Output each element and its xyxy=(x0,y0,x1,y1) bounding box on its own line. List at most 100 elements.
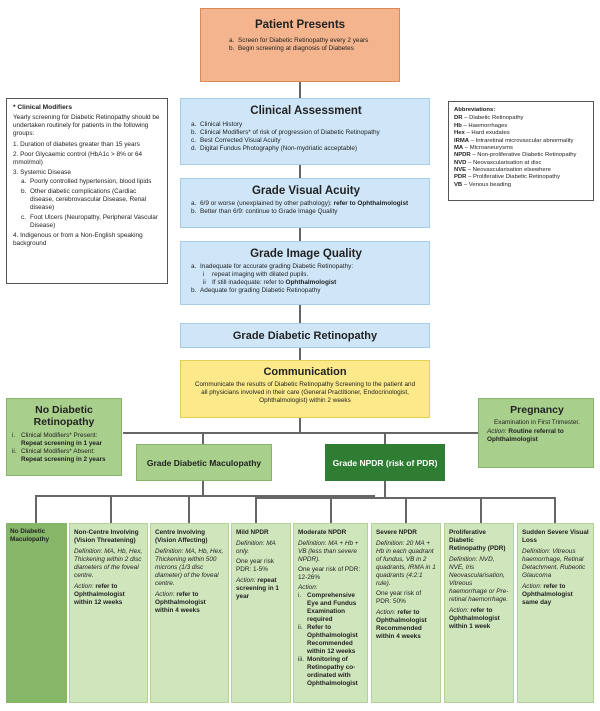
abbr-irma: IRMA – Intraretinal microvascular abnorm… xyxy=(454,137,574,144)
connector-line xyxy=(35,495,37,523)
abbr-hex: Hex – Hard exudates xyxy=(454,130,510,137)
grade-maculopathy-box: Grade Diabetic Maculopathy xyxy=(136,444,272,481)
grade-npdr-box: Grade NPDR (risk of PDR) xyxy=(325,444,445,481)
connector-line xyxy=(35,495,375,497)
clinical-assessment-box: Clinical Assessment a.Clinical History b… xyxy=(180,98,430,165)
abbreviations-box: Abbreviations: DR – Diabetic Retinopathy… xyxy=(448,101,594,201)
abbreviations-title: Abbreviations: xyxy=(454,107,496,113)
sudden-loss-box: Sudden Severe Visual Loss Definition: Vi… xyxy=(517,523,594,703)
moderate-npdr-risk: One year risk of PDR: 12-26% xyxy=(298,566,361,581)
abbr-npdr: NPDR – Non-proliferative Diabetic Retino… xyxy=(454,152,577,159)
communication-box: Communication Communicate the results of… xyxy=(180,360,430,418)
pregnancy-action: Action: Routine referral to Ophthalmolog… xyxy=(487,428,564,443)
mild-npdr-definition: Definition: MA only. xyxy=(236,540,276,555)
modifier-item-1: 1. Duration of diabetes greater than 15 … xyxy=(13,141,140,149)
patient-item-b: b.Begin screening at diagnosis of Diabet… xyxy=(229,45,354,52)
grade-maculopathy-title: Grade Diabetic Maculopathy xyxy=(146,457,262,468)
non-centre-action: Action: refer to Ophthalmologist within … xyxy=(74,583,125,606)
patient-item-a: a.Screen for Diabetic Retinopathy every … xyxy=(229,37,369,44)
pregnancy-box: Pregnancy Examination in First Trimester… xyxy=(478,398,594,468)
centre-title: Centre Involving (Vision Affecting) xyxy=(155,529,208,544)
connector-line xyxy=(202,432,204,444)
pdr-definition: Definition: NVD, NVE, Iris Neovascularis… xyxy=(449,556,509,603)
moderate-npdr-box: Moderate NPDR Definition: MA + Hb + VB (… xyxy=(293,523,368,703)
abbr-pdr: PDR – Proliferative Diabetic Retinopathy xyxy=(454,174,561,181)
connector-line xyxy=(299,228,301,241)
moderate-npdr-action-iii: iii.Monitoring of Retinopathy co-ordinat… xyxy=(298,656,358,687)
sudden-loss-title: Sudden Severe Visual Loss xyxy=(522,529,589,544)
clinical-item-c: c.Best Corrected Visual Acuity xyxy=(191,137,281,144)
patient-presents-title: Patient Presents xyxy=(254,19,346,31)
no-dr-box: No Diabetic Retinopathy i.Clinical Modif… xyxy=(6,398,122,476)
pregnancy-text: Examination in First Trimester. xyxy=(494,419,580,426)
modifier-sub-c: c.Foot Ulcers (Neuropathy, Peripheral Va… xyxy=(21,214,158,230)
no-dr-title: No Diabetic Retinopathy xyxy=(33,404,95,429)
mild-npdr-risk: One year risk PDR: 1-5% xyxy=(236,558,275,573)
moderate-npdr-definition: Definition: MA + Hb + VB (less than seve… xyxy=(298,540,359,563)
connector-line xyxy=(123,432,478,434)
modifier-sub-b: b.Other diabetic complications (Cardiac … xyxy=(21,188,147,212)
moderate-npdr-action-i: i.Comprehensive Eye and Fundus Examinati… xyxy=(298,592,357,623)
communication-text: Communicate the results of Diabetic Reti… xyxy=(194,381,416,404)
clinical-modifiers-title: * Clinical Modifiers xyxy=(13,104,72,111)
connector-line xyxy=(405,497,407,523)
connector-line xyxy=(255,497,257,523)
quality-item-a: a.Inadequate for accurate grading Diabet… xyxy=(191,263,354,270)
pregnancy-title: Pregnancy xyxy=(510,404,564,416)
non-centre-definition: Definition: MA, Hb, Hex, Thickening with… xyxy=(74,548,143,579)
no-maculopathy-box: No Diabetic Maculopathy xyxy=(6,523,67,703)
connector-line xyxy=(299,305,301,323)
abbr-nvd: NVD – Neovascularisation at disc xyxy=(454,159,542,166)
abbr-vb: VB – Venous beading xyxy=(454,181,511,188)
no-dr-item-i: i.Clinical Modifiers* Present:Repeat scr… xyxy=(12,432,102,448)
modifier-item-4: 4. Indigenous or from a Non-English spea… xyxy=(13,232,143,248)
centre-box: Centre Involving (Vision Affecting) Defi… xyxy=(150,523,229,703)
mild-npdr-box: Mild NPDR Definition: MA only. One year … xyxy=(231,523,291,703)
severe-npdr-box: Severe NPDR Definition: 20 MA + Hb in ea… xyxy=(371,523,441,703)
centre-action: Action: refer to Ophthalmologist within … xyxy=(155,591,206,614)
pdr-action: Action: refer to Ophthalmologist within … xyxy=(449,607,500,630)
connector-line xyxy=(554,497,556,523)
modifier-item-3: 3. Systemic Disease xyxy=(13,169,71,177)
connector-line xyxy=(299,82,301,98)
abbr-hb: Hb – Haemorrhages xyxy=(454,122,508,129)
clinical-item-a: a.Clinical History xyxy=(191,121,243,128)
grade-dr-box: Grade Diabetic Retinopathy xyxy=(180,323,430,348)
acuity-item-b: b.Better than 6/9: continue to Grade Ima… xyxy=(191,208,338,215)
connector-line xyxy=(110,495,112,523)
connector-line xyxy=(330,497,332,523)
severe-npdr-definition: Definition: 20 MA + Hb in each quadrant … xyxy=(376,540,436,587)
pdr-title: Proliferative Diabetic Retinopathy (PDR) xyxy=(449,529,506,552)
non-centre-box: Non-Centre Involving (Vision Threatening… xyxy=(69,523,148,703)
mild-npdr-action: Action: repeat screening in 1 year xyxy=(236,577,279,600)
grade-visual-acuity-title: Grade Visual Acuity xyxy=(251,185,360,197)
connector-line xyxy=(188,495,190,523)
severe-npdr-title: Severe NPDR xyxy=(376,529,417,536)
sudden-loss-action: Action: refer to Ophthalmologist same da… xyxy=(522,583,573,606)
grade-visual-acuity-box: Grade Visual Acuity a.6/9 or worse (unex… xyxy=(180,178,430,228)
grade-image-quality-title: Grade Image Quality xyxy=(250,248,362,260)
severe-npdr-action: Action: refer to Ophthalmologist Recomme… xyxy=(376,609,427,640)
modifier-item-2: 2. Poor Glycaemic control (HbA1c > 8% or… xyxy=(13,151,143,167)
mild-npdr-title: Mild NPDR xyxy=(236,529,269,536)
modifier-sub-a: a.Poorly controlled hypertension, blood … xyxy=(21,178,152,186)
clinical-assessment-title: Clinical Assessment xyxy=(250,105,362,117)
no-dr-item-ii: ii.Clinical Modifiers* Absent:Repeat scr… xyxy=(12,448,106,464)
moderate-npdr-title: Moderate NPDR xyxy=(298,529,347,536)
severe-npdr-risk: One year risk of PDR: 50% xyxy=(376,590,422,605)
abbr-nve: NVE – Neovascularisation elsewhere xyxy=(454,167,551,173)
clinical-modifiers-box: * Clinical Modifiers Yearly screening fo… xyxy=(6,98,168,284)
connector-line xyxy=(202,481,204,495)
clinical-modifiers-intro: Yearly screening for Diabetic Retinopath… xyxy=(13,114,160,138)
connector-line xyxy=(299,418,301,433)
centre-definition: Definition: MA, Hb, Hex, Thickening with… xyxy=(155,548,224,587)
grade-dr-title: Grade Diabetic Retinopathy xyxy=(232,329,378,342)
abbr-dr: DR – Diabetic Retinopathy xyxy=(454,115,524,122)
grade-npdr-title: Grade NPDR (risk of PDR) xyxy=(332,457,438,468)
clinical-item-b: b.Clinical Modifiers* of risk of progres… xyxy=(191,129,380,136)
sudden-loss-definition: Definition: Vitreous haemorrhage, Retina… xyxy=(522,548,586,579)
connector-line xyxy=(299,165,301,178)
quality-item-b: b.Adequate for grading Diabetic Retinopa… xyxy=(191,287,321,294)
